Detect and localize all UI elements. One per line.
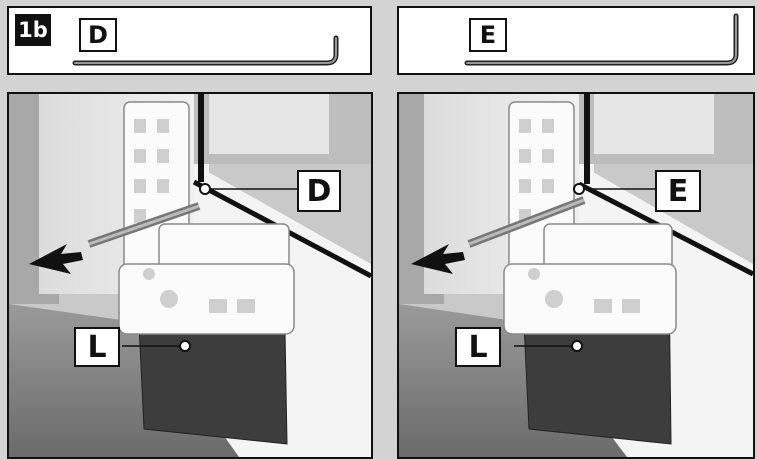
photo-illustration-right <box>399 94 753 457</box>
leader-dot-icon <box>574 184 584 194</box>
leader-dot-icon <box>572 341 582 351</box>
callout-pad-right: L <box>455 327 501 367</box>
callout-pad-left: L <box>74 327 120 367</box>
photo-illustration-left <box>9 94 371 457</box>
hex-key-icon <box>399 8 753 73</box>
callout-tool-left: D <box>297 170 341 212</box>
callout-tool-right: E <box>655 170 701 212</box>
hex-key-icon <box>9 8 370 73</box>
tool-box-right: E <box>397 6 755 75</box>
photo-right: E L <box>397 92 755 459</box>
leader-dot-icon <box>200 184 210 194</box>
leader-dot-icon <box>180 341 190 351</box>
photo-left: D L <box>7 92 373 459</box>
tool-box-left: 1b D <box>7 6 372 75</box>
